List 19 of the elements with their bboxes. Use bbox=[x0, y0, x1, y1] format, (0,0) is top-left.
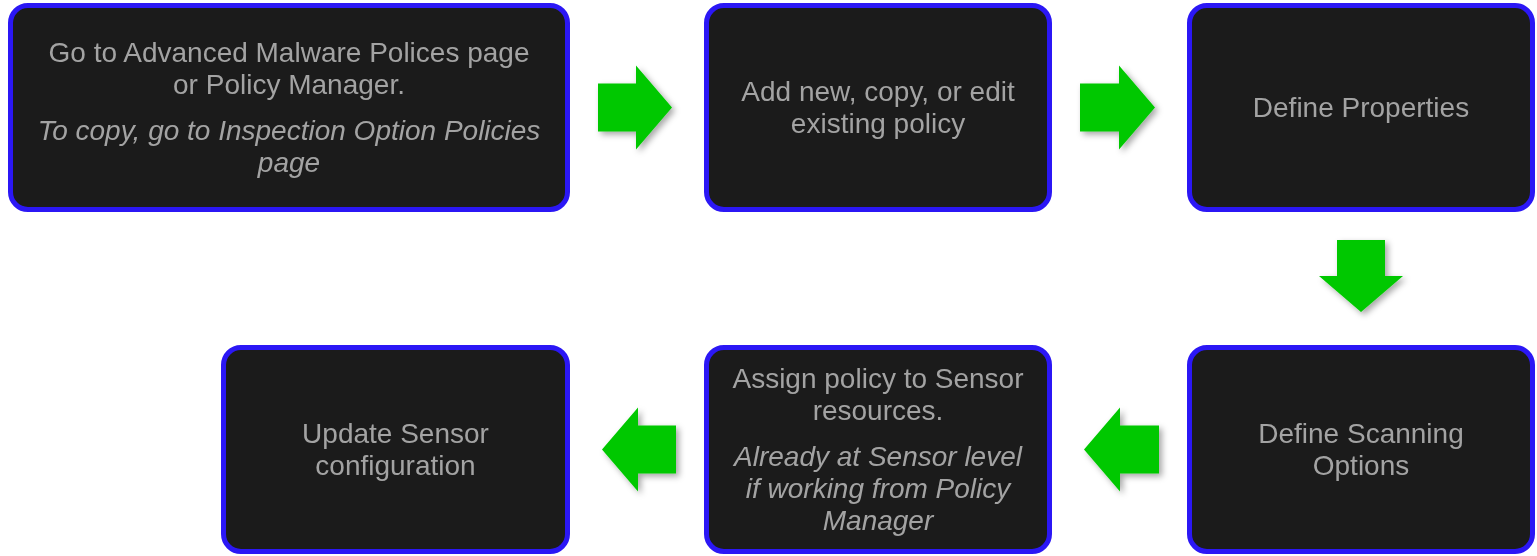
process-box bbox=[1187, 345, 1535, 554]
step-text: Add new, copy, or edit existing policy bbox=[740, 75, 1016, 140]
step-text: Update Sensor configuration bbox=[301, 417, 490, 482]
block-arrow bbox=[1319, 240, 1403, 312]
step-text: Define Scanning Options bbox=[1257, 417, 1465, 482]
note-text: To copy, go to Inspection Option Policies page bbox=[36, 114, 542, 179]
step-text: Go to Advanced Malware Polices page or Policy Manager. bbox=[47, 36, 531, 101]
process-box bbox=[704, 345, 1052, 554]
process-box bbox=[221, 345, 570, 554]
process-box bbox=[1187, 3, 1535, 212]
block-arrow bbox=[602, 407, 676, 492]
step-text: Define Properties bbox=[1252, 91, 1470, 124]
process-box bbox=[704, 3, 1052, 212]
process-box bbox=[8, 3, 570, 212]
block-arrow bbox=[1084, 407, 1159, 492]
step-text: Assign policy to Sensor resources. bbox=[731, 362, 1025, 427]
block-arrow bbox=[598, 65, 672, 150]
note-text: Already at Sensor level if working from Policy Manager bbox=[732, 440, 1024, 537]
block-arrow bbox=[1080, 65, 1155, 150]
